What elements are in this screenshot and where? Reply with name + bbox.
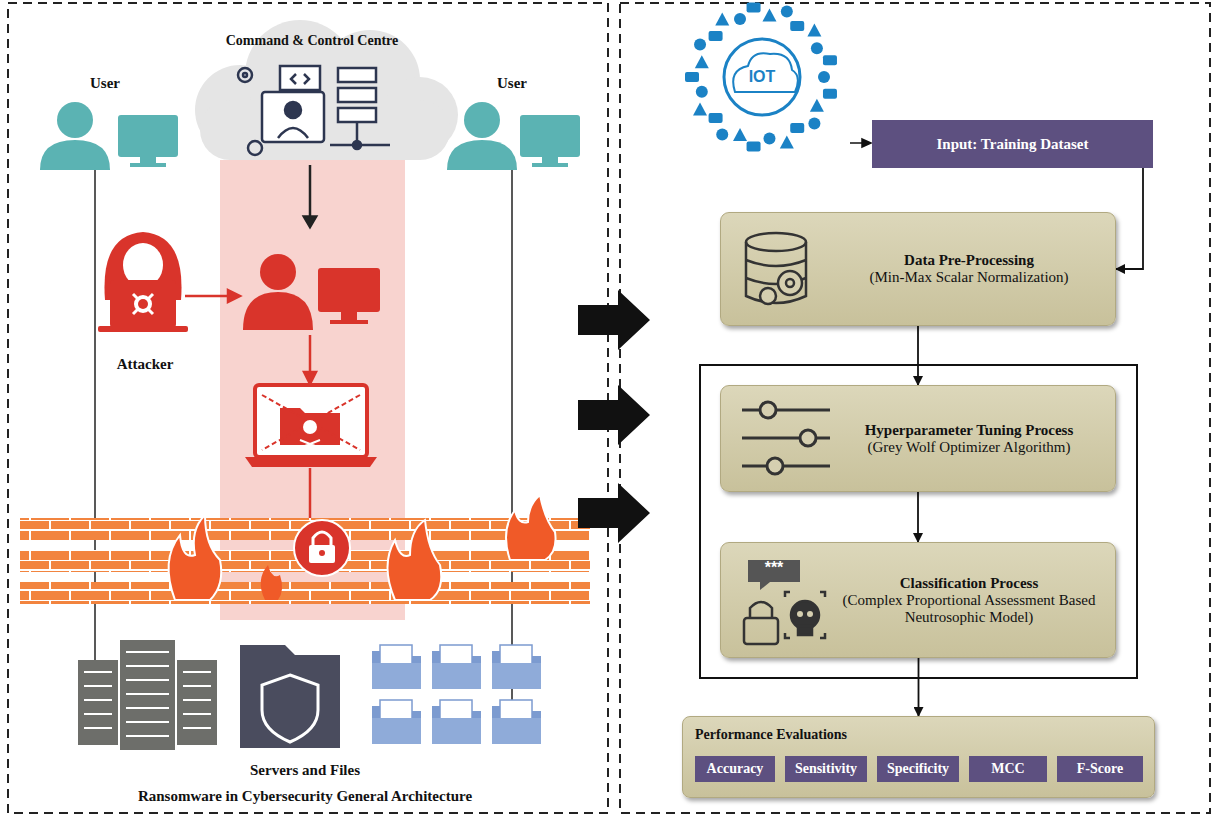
box-subtitle: (Min-Max Scalar Normalization) [869,269,1068,286]
metric-box: F-Score [1057,756,1143,782]
process-box: Data Pre-Processing(Min-Max Scalar Norma… [720,212,1116,326]
slider-icon [742,402,830,474]
metric-box: Accuracy [695,756,775,782]
left-panel [8,3,608,813]
box-subtitle: (Complex Proportional Assessment Based N… [838,592,1100,626]
user-icon [40,102,178,170]
password-mark: *** [765,559,784,577]
box-title: Sensitivity [795,761,857,777]
metric-box: Specificity [877,756,959,782]
box-subtitle: (Grey Wolf Optimizer Algorithm) [867,439,1070,456]
user-lines [90,165,517,722]
box-title: Specificity [887,761,949,777]
iot-label: IOT [749,68,776,86]
cloud [195,20,458,160]
victim-icon [243,254,380,330]
iot-core [724,39,800,115]
metric-box: Sensitivity [785,756,867,782]
box-title: Accuracy [707,761,764,777]
cloud-title: Command & Control Centre [226,33,399,49]
box-title: F-Score [1077,761,1123,777]
flow-arrow [1116,168,1143,269]
panel-arrows [578,290,650,543]
flow-arrow [917,492,919,542]
user-label: User [497,75,527,92]
box-title: MCC [991,761,1024,777]
flow-arrow [917,326,919,385]
firewall [20,495,590,604]
ransomware-laptop [245,385,377,467]
box-title: Input: Training Dataset [937,136,1089,153]
database-icon [746,233,806,304]
box-title: Classification Process [900,575,1038,592]
storage-label: Servers and Files [250,762,360,779]
process-box: Hyperparameter Tuning Process(Grey Wolf … [720,385,1116,492]
files [372,645,541,744]
evaluation-box: Performance EvaluationsAccuracy Sensitivi… [682,716,1155,798]
flow-arrow [918,658,920,716]
panel-caption: Ransomware in Cybersecurity General Arch… [138,788,472,805]
attacker-icon [98,232,188,332]
user-icon [447,102,580,170]
iot-cloud [733,53,798,92]
metric-box: MCC [969,756,1047,782]
method-frame [700,365,1137,678]
iot-ring [685,3,837,152]
user-label: User [90,75,120,92]
input-box: Input: Training Dataset [872,120,1153,168]
iot-arrow [850,139,871,147]
box-title: Performance Evaluations [695,727,847,743]
cloud-icons [238,66,390,155]
attacker-label: Attacker [117,356,174,373]
lock-skull-icon [744,560,825,644]
box-title: Hyperparameter Tuning Process [865,422,1074,439]
servers [78,640,217,750]
box-title: Data Pre-Processing [904,252,1034,269]
right-panel [620,3,1210,813]
shield-folder [240,645,340,748]
